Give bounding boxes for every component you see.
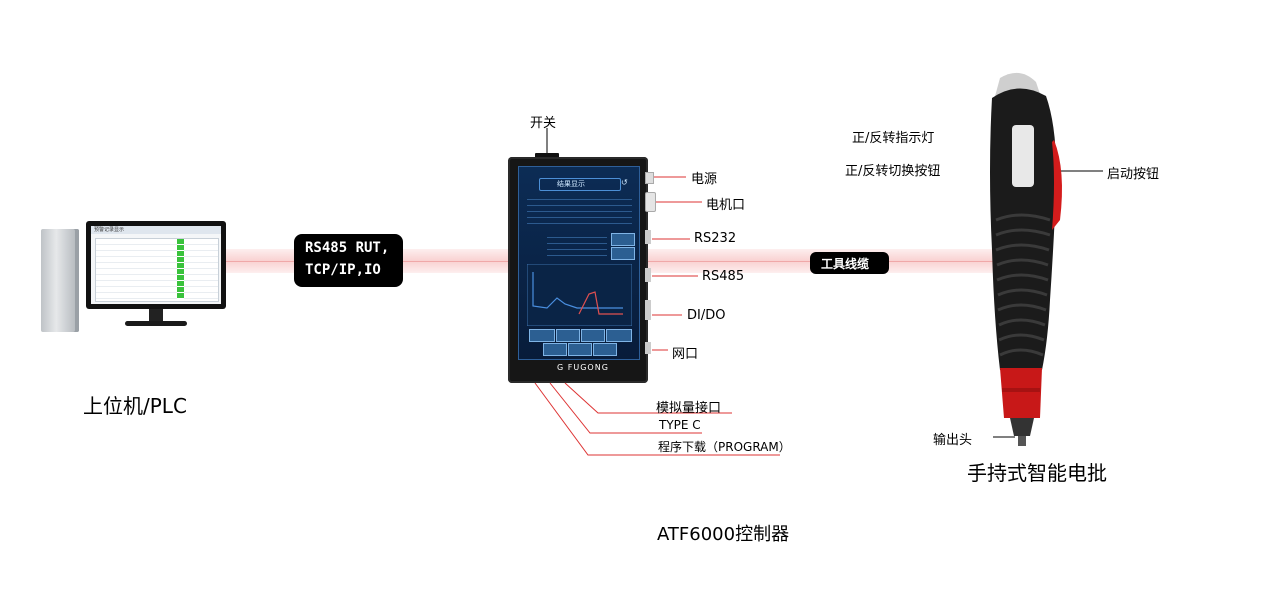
- step-table: [547, 232, 607, 258]
- screen-title-bar: [539, 178, 621, 191]
- protocol-line-2: TCP/IP,IO: [305, 262, 381, 278]
- label-power: 电源: [691, 172, 718, 187]
- pc-screen-table: [95, 238, 219, 302]
- back-icon[interactable]: ↺: [621, 178, 628, 187]
- pc-label: 上位机/PLC: [83, 394, 187, 418]
- brand-text: FUGONG: [567, 363, 609, 372]
- power-switch[interactable]: [535, 153, 559, 159]
- pc-screen-ok-column: [177, 239, 184, 299]
- dido-port: [645, 300, 651, 320]
- label-program: 程序下载（PROGRAM）: [658, 440, 791, 454]
- network-port: [645, 342, 651, 354]
- protocol-badge: RS485 RUT, TCP/IP,IO: [294, 234, 403, 287]
- screen-button-5[interactable]: [543, 343, 567, 356]
- screen-button-3[interactable]: [581, 329, 605, 342]
- electric-screwdriver: [990, 72, 1062, 446]
- pc-screen: 预警记录显示: [91, 226, 221, 304]
- label-analog: 模拟量接口: [656, 401, 722, 416]
- power-port: [645, 172, 654, 184]
- torque-curve-blue: [532, 272, 623, 309]
- label-rs232: RS232: [694, 231, 737, 246]
- label-switch: 开关: [530, 116, 557, 131]
- rs232-port: [645, 230, 651, 244]
- protocol-line-1: RS485 RUT,: [305, 240, 390, 256]
- screen-button-1[interactable]: [529, 329, 555, 342]
- screen-side-button-2[interactable]: [611, 247, 635, 260]
- pc-monitor: 预警记录显示: [86, 221, 226, 309]
- controller-screen: 结果显示 ↺: [518, 166, 640, 360]
- label-network: 网口: [672, 347, 699, 362]
- pc-monitor-stand: [125, 321, 187, 326]
- screen-button-6[interactable]: [568, 343, 592, 356]
- screen-button-7[interactable]: [593, 343, 617, 356]
- start-button: [1052, 140, 1062, 230]
- screen-button-4[interactable]: [606, 329, 632, 342]
- rs485-port: [645, 268, 651, 282]
- label-direction-light: 正/反转指示灯: [852, 131, 935, 146]
- label-rs485: RS485: [702, 269, 745, 284]
- label-start-button: 启动按钮: [1107, 167, 1160, 182]
- label-output-head: 输出头: [933, 433, 973, 448]
- tool-name: 手持式智能电批: [967, 461, 1107, 485]
- torque-curve-chart: [527, 264, 632, 326]
- pc-tower: [41, 229, 79, 332]
- label-typec: TYPE C: [659, 418, 701, 432]
- pc-monitor-neck: [149, 309, 163, 323]
- pc-screen-title: 预警记录显示: [91, 226, 221, 234]
- screen-button-2[interactable]: [556, 329, 580, 342]
- screen-side-button-1[interactable]: [611, 233, 635, 246]
- direction-switch-button: [1012, 125, 1034, 187]
- brand-logo: G FUGONG: [557, 363, 609, 372]
- cable-badge: 工具线缆: [810, 252, 889, 274]
- controller-name: ATF6000控制器: [657, 524, 790, 545]
- label-motor: 电机口: [706, 198, 746, 213]
- torque-curve-red: [578, 291, 623, 315]
- brand-logo-icon: G: [557, 363, 565, 372]
- screen-title: 结果显示: [557, 180, 585, 188]
- motor-port: [645, 192, 656, 212]
- results-table: [527, 194, 632, 226]
- cable-label: 工具线缆: [821, 257, 870, 271]
- label-dido: DI/DO: [687, 308, 726, 323]
- label-direction-switch: 正/反转切换按钮: [845, 164, 941, 179]
